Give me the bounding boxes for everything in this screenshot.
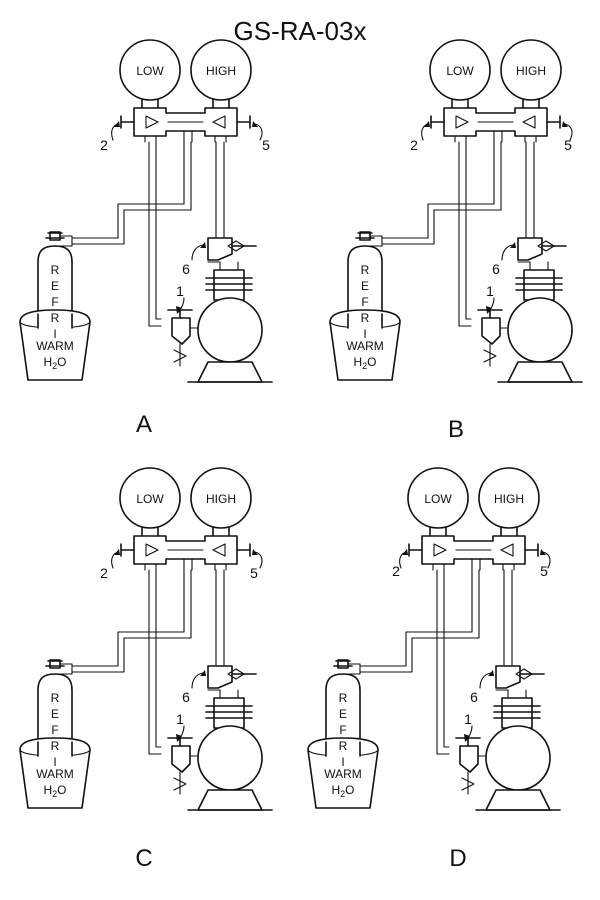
tank-letter: I bbox=[341, 755, 344, 769]
bucket-label-warm: WARM bbox=[36, 339, 74, 353]
panel-letter: C bbox=[135, 845, 152, 872]
panel-a: LOW HIGH 2 5 6 1 R E F R I WARM H2O A bbox=[19, 39, 273, 438]
tank-letter: E bbox=[51, 279, 59, 293]
tank-letter: I bbox=[53, 755, 56, 769]
tank-letter: E bbox=[361, 279, 369, 293]
panel-letter: B bbox=[448, 416, 464, 443]
valve-label-2: 2 bbox=[100, 137, 108, 153]
high-gauge-label: HIGH bbox=[206, 64, 236, 78]
panel-letter: A bbox=[136, 411, 152, 438]
high-gauge-label: HIGH bbox=[494, 492, 524, 506]
valve-label-5: 5 bbox=[540, 563, 548, 579]
panel-d: LOW HIGH 2 5 6 1 R E F R I WARM H2O D bbox=[307, 467, 561, 872]
diagram-title: GS-RA-03x bbox=[233, 16, 367, 46]
low-gauge-label: LOW bbox=[424, 492, 452, 506]
high-gauge-label: HIGH bbox=[516, 64, 546, 78]
valve-label-5: 5 bbox=[250, 565, 258, 581]
tank-letter: F bbox=[361, 295, 368, 309]
tank-letter: I bbox=[53, 327, 56, 341]
low-gauge-label: LOW bbox=[446, 64, 474, 78]
panel-b: LOW HIGH 2 5 6 1 R E F R I WARM H2O B bbox=[329, 39, 583, 443]
panel-letter: D bbox=[449, 845, 466, 872]
tank-letter: E bbox=[339, 707, 347, 721]
tank-letter: F bbox=[51, 723, 58, 737]
tank-letter: E bbox=[51, 707, 59, 721]
tank-letter: R bbox=[51, 691, 60, 705]
valve-label-6: 6 bbox=[182, 261, 190, 277]
bucket-label-water: H2O bbox=[353, 355, 376, 371]
valve-label-1: 1 bbox=[176, 711, 184, 727]
valve-label-6: 6 bbox=[182, 689, 190, 705]
valve-label-5: 5 bbox=[564, 137, 572, 153]
valve-label-1: 1 bbox=[486, 283, 494, 299]
bucket-label-water: H2O bbox=[331, 783, 354, 799]
tank-letter: R bbox=[361, 263, 370, 277]
valve-label-1: 1 bbox=[464, 711, 472, 727]
low-gauge-label: LOW bbox=[136, 64, 164, 78]
tank-letter: R bbox=[51, 263, 60, 277]
panel-c: LOW HIGH 2 5 6 1 R E F R I WARM H2O C bbox=[19, 467, 273, 872]
bucket-label-water: H2O bbox=[43, 355, 66, 371]
tank-letter: R bbox=[51, 739, 60, 753]
valve-label-6: 6 bbox=[470, 689, 478, 705]
bucket-label-warm: WARM bbox=[346, 339, 384, 353]
valve-label-2: 2 bbox=[100, 565, 108, 581]
tank-letter: F bbox=[339, 723, 346, 737]
valve-label-2: 2 bbox=[392, 563, 400, 579]
low-gauge-label: LOW bbox=[136, 492, 164, 506]
tank-letter: R bbox=[51, 311, 60, 325]
valve-label-5: 5 bbox=[262, 137, 270, 153]
bucket-label-warm: WARM bbox=[324, 767, 362, 781]
tank-letter: I bbox=[363, 327, 366, 341]
high-gauge-label: HIGH bbox=[206, 492, 236, 506]
bucket-label-warm: WARM bbox=[36, 767, 74, 781]
valve-label-6: 6 bbox=[492, 261, 500, 277]
valve-label-1: 1 bbox=[176, 283, 184, 299]
tank-letter: R bbox=[361, 311, 370, 325]
bucket-label-water: H2O bbox=[43, 783, 66, 799]
tank-letter: R bbox=[339, 739, 348, 753]
tank-letter: F bbox=[51, 295, 58, 309]
tank-letter: R bbox=[339, 691, 348, 705]
valve-label-2: 2 bbox=[410, 137, 418, 153]
